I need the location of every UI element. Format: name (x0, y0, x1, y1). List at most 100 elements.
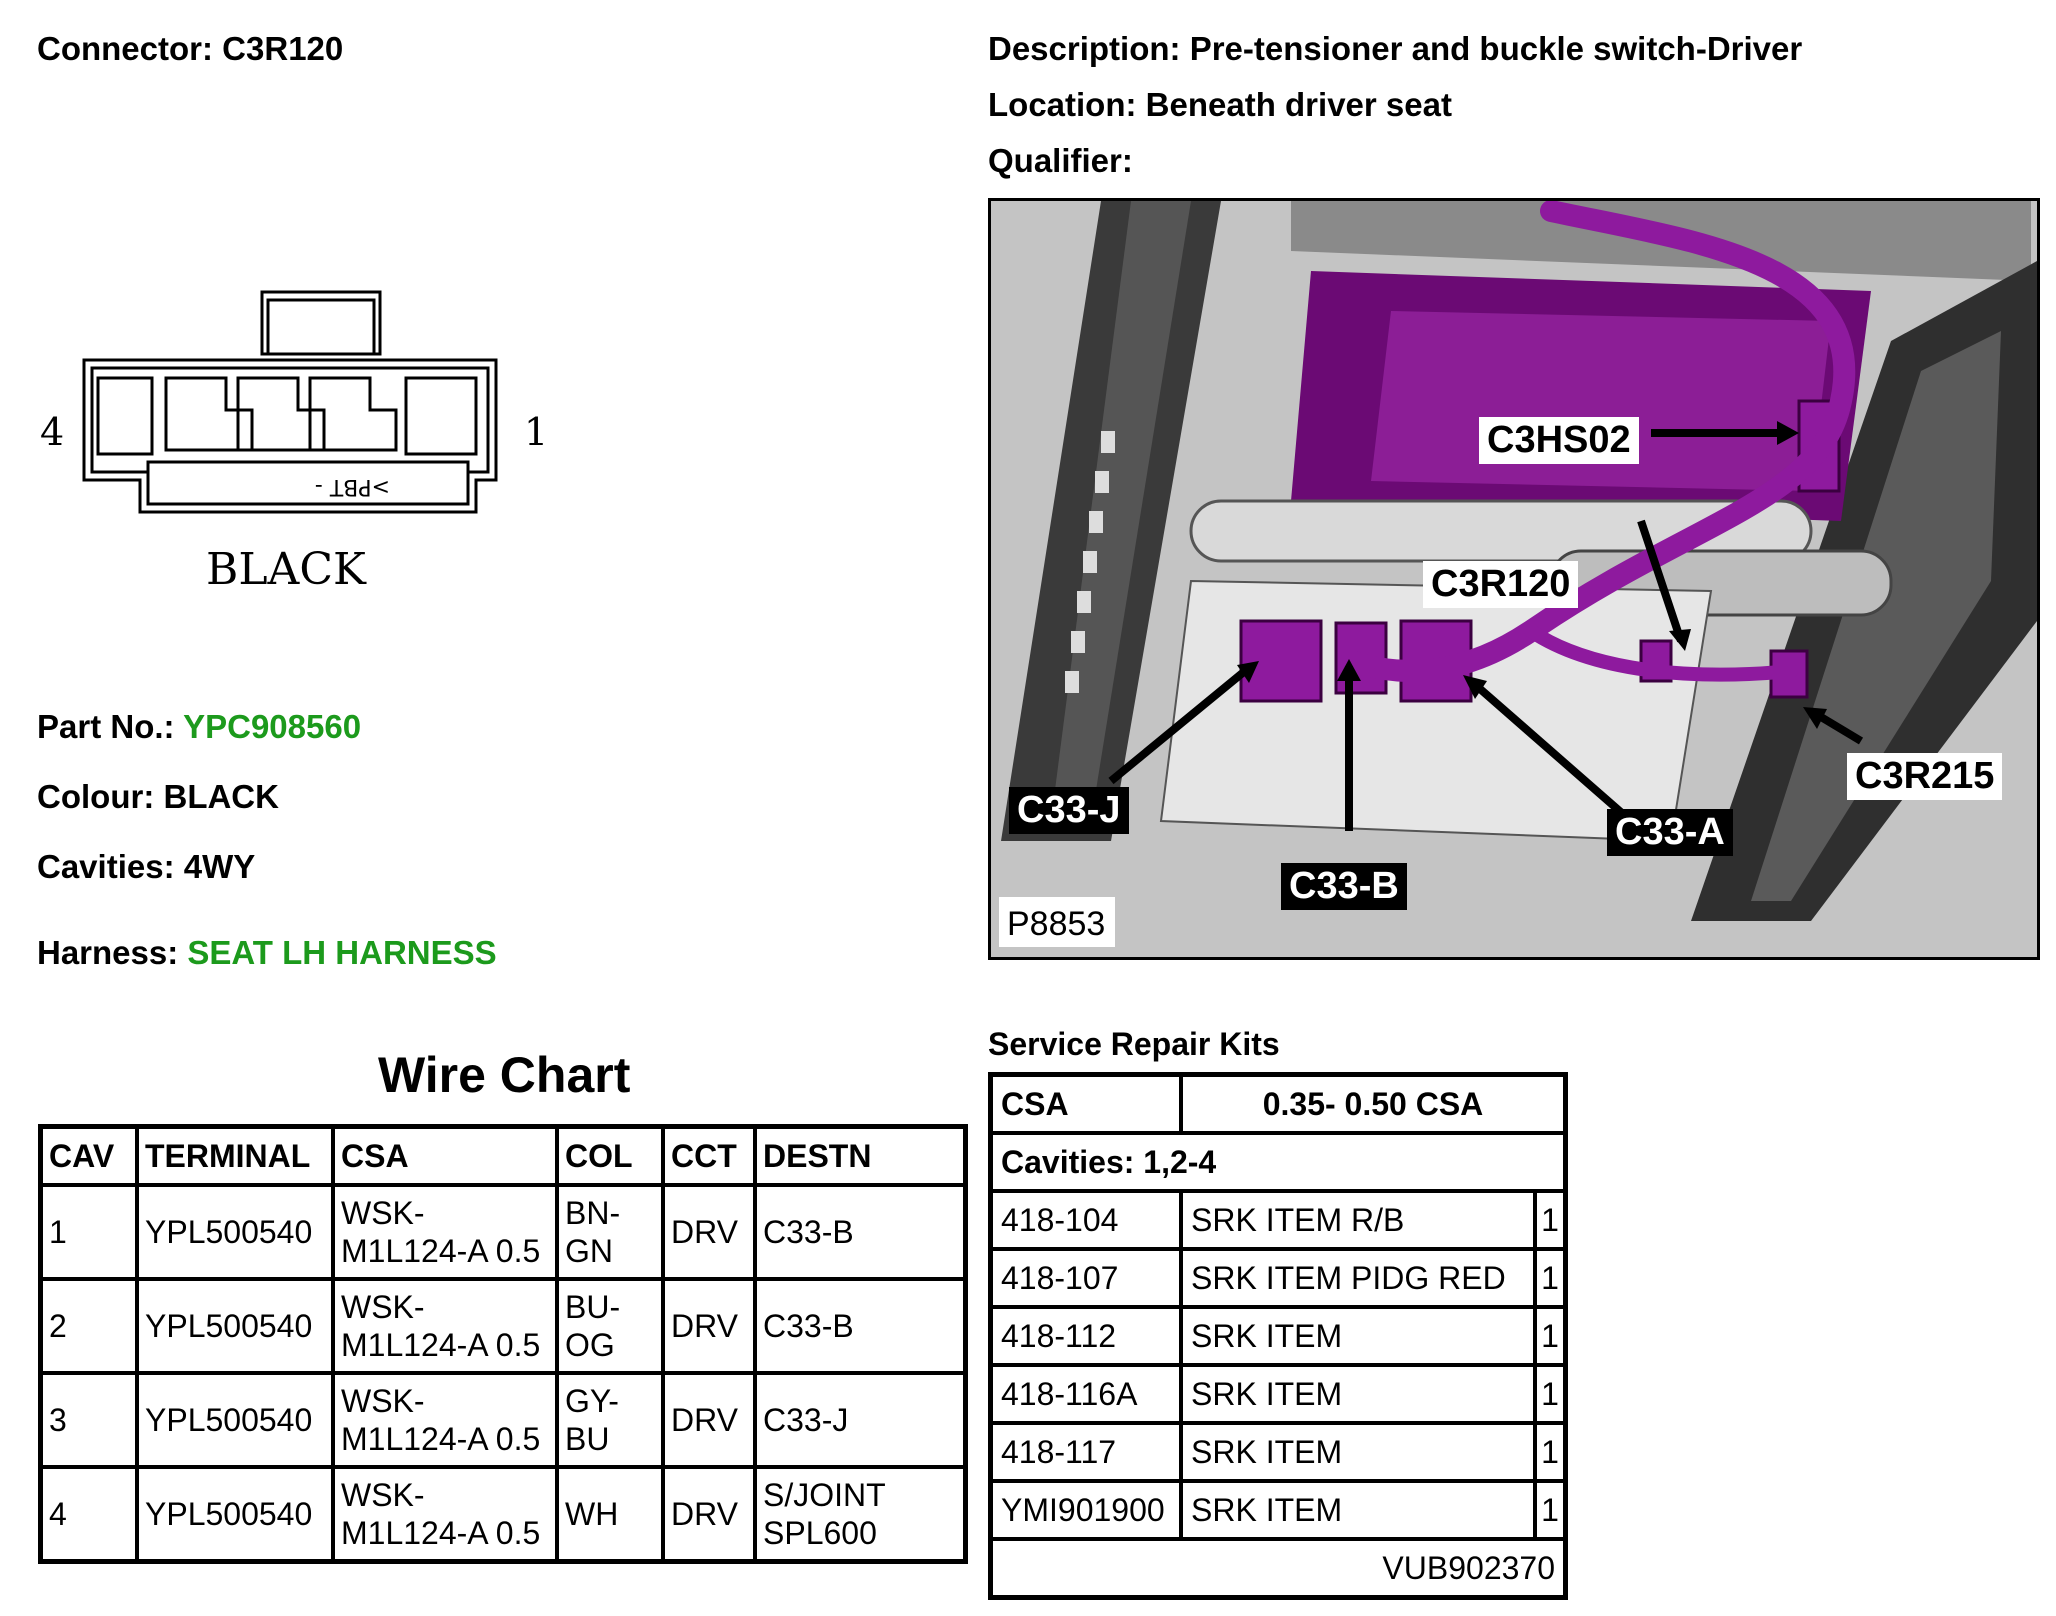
col-csa: CSA (331, 1124, 559, 1187)
destn-cell: C33-J (753, 1371, 968, 1469)
repair-kits-title: Service Repair Kits (988, 1026, 1280, 1062)
col-cav: CAV (38, 1124, 139, 1187)
csa-line: M1L124-A 0.5 (341, 1233, 541, 1269)
part-number-link[interactable]: YPC908560 (183, 708, 362, 745)
colour-label: Colour: (37, 778, 155, 815)
connector-diagram: >PBT - 4 1 BLACK (36, 280, 596, 610)
csa-cell: WSK-M1L124-A 0.5 (331, 1371, 559, 1469)
kit-code: 418-116A (988, 1363, 1183, 1425)
harness-link[interactable]: SEAT LH HARNESS (187, 934, 497, 971)
table-row: 2 YPL500540 WSK-M1L124-A 0.5 BU-OG DRV C… (38, 1277, 968, 1375)
wire-chart-title: Wire Chart (378, 1047, 631, 1103)
pin-number-right: 1 (524, 410, 549, 454)
kit-footer-reference: VUB902370 (988, 1537, 1568, 1600)
location-heading: Location: Beneath driver seat (988, 86, 1452, 124)
colour-line: OG (565, 1327, 615, 1363)
kit-footer-row: VUB902370 (988, 1537, 1568, 1600)
kit-cavities: Cavities: 1,2-4 (988, 1131, 1568, 1193)
csa-cell: WSK-M1L124-A 0.5 (331, 1465, 559, 1564)
colour-line: BN- (565, 1195, 621, 1231)
col-terminal: TERMINAL (135, 1124, 335, 1187)
col-col: COL (555, 1124, 665, 1187)
csa-line: M1L124-A 0.5 (341, 1515, 541, 1551)
csa-line: M1L124-A 0.5 (341, 1421, 541, 1457)
terminal-cell: YPL500540 (135, 1277, 335, 1375)
kit-qty: 1 (1533, 1189, 1568, 1251)
kit-qty: 1 (1533, 1363, 1568, 1425)
description-value: Pre-tensioner and buckle switch-Driver (1189, 30, 1803, 67)
csa-line: WSK- (341, 1289, 425, 1325)
callout-c33-j: C33-J (1009, 787, 1129, 834)
location-photo: P8853 C3HS02 C3R120 C3R215 C33-J C33-A C… (988, 198, 2040, 960)
callout-c3r215: C3R215 (1847, 753, 2003, 800)
kit-csa-label: CSA (988, 1072, 1183, 1135)
colour-line: GN (565, 1233, 613, 1269)
col-cct: CCT (661, 1124, 757, 1187)
table-row: 418-112 SRK ITEM 1 (988, 1305, 1568, 1367)
description-label: Description: (988, 30, 1181, 67)
kit-code: 418-104 (988, 1189, 1183, 1251)
kit-name: SRK ITEM (1179, 1363, 1537, 1425)
colour-cell: BN-GN (555, 1183, 665, 1281)
cct-cell: DRV (661, 1465, 757, 1564)
table-row: 4 YPL500540 WSK-M1L124-A 0.5 WH DRV S/JO… (38, 1465, 968, 1564)
csa-line: WSK- (341, 1383, 425, 1419)
kit-name: SRK ITEM (1179, 1421, 1537, 1483)
qualifier-heading: Qualifier: (988, 142, 1133, 179)
wire-chart-table: CAV TERMINAL CSA COL CCT DESTN 1 YPL5005… (38, 1124, 968, 1564)
colour-line: BU- (565, 1289, 621, 1325)
destn-line: C33-B (763, 1308, 854, 1344)
kit-qty: 1 (1533, 1305, 1568, 1367)
photo-reference: P8853 (1007, 905, 1105, 943)
pin-number-left: 4 (40, 410, 65, 454)
cavities-value: 4WY (183, 848, 256, 885)
description-heading: Description: Pre-tensioner and buckle sw… (988, 30, 1802, 68)
connector-face-drawing: >PBT - (82, 290, 498, 514)
csa-line: WSK- (341, 1195, 425, 1231)
csa-cell: WSK-M1L124-A 0.5 (331, 1277, 559, 1375)
terminal-cell: YPL500540 (135, 1371, 335, 1469)
part-number-line: Part No.: YPC908560 (37, 708, 361, 746)
cct-cell: DRV (661, 1371, 757, 1469)
connector-heading: Connector: C3R120 (37, 30, 343, 68)
kit-name: SRK ITEM R/B (1179, 1189, 1537, 1251)
csa-line: M1L124-A 0.5 (341, 1327, 541, 1363)
cavities-label: Cavities: (37, 848, 175, 885)
table-row: 418-116A SRK ITEM 1 (988, 1363, 1568, 1425)
cct-cell: DRV (661, 1277, 757, 1375)
col-destn: DESTN (753, 1124, 968, 1187)
connector-value: C3R120 (222, 30, 344, 67)
kit-name: SRK ITEM PIDG RED (1179, 1247, 1537, 1309)
kit-name: SRK ITEM (1179, 1479, 1537, 1541)
kit-code: 418-112 (988, 1305, 1183, 1367)
callout-c3hs02: C3HS02 (1479, 417, 1639, 464)
colour-value: BLACK (163, 778, 279, 815)
colour-line: GY- (565, 1383, 619, 1419)
colour-line: Colour: BLACK (37, 778, 279, 816)
wire-chart-header-row: CAV TERMINAL CSA COL CCT DESTN (38, 1124, 968, 1187)
csa-line: WSK- (341, 1477, 425, 1513)
destn-line: S/JOINT (763, 1477, 886, 1513)
callout-c3r120: C3R120 (1423, 561, 1579, 608)
cav-cell: 1 (38, 1183, 139, 1281)
part-number-label: Part No.: (37, 708, 175, 745)
cct-cell: DRV (661, 1183, 757, 1281)
destn-line: C33-B (763, 1214, 854, 1250)
kit-qty: 1 (1533, 1247, 1568, 1309)
colour-cell: BU-OG (555, 1277, 665, 1375)
cav-cell: 4 (38, 1465, 139, 1564)
kit-code: 418-117 (988, 1421, 1183, 1483)
table-row: 1 YPL500540 WSK-M1L124-A 0.5 BN-GN DRV C… (38, 1183, 968, 1281)
colour-cell: WH (555, 1465, 665, 1564)
cav-cell: 3 (38, 1371, 139, 1469)
connector-label: Connector: (37, 30, 213, 67)
colour-line: BU (565, 1421, 610, 1457)
terminal-cell: YPL500540 (135, 1465, 335, 1564)
harness-label: Harness: (37, 934, 179, 971)
callout-c33-b: C33-B (1281, 863, 1407, 910)
table-row: 418-117 SRK ITEM 1 (988, 1421, 1568, 1483)
harness-line: Harness: SEAT LH HARNESS (37, 934, 497, 972)
terminal-cell: YPL500540 (135, 1183, 335, 1281)
location-label: Location: (988, 86, 1137, 123)
